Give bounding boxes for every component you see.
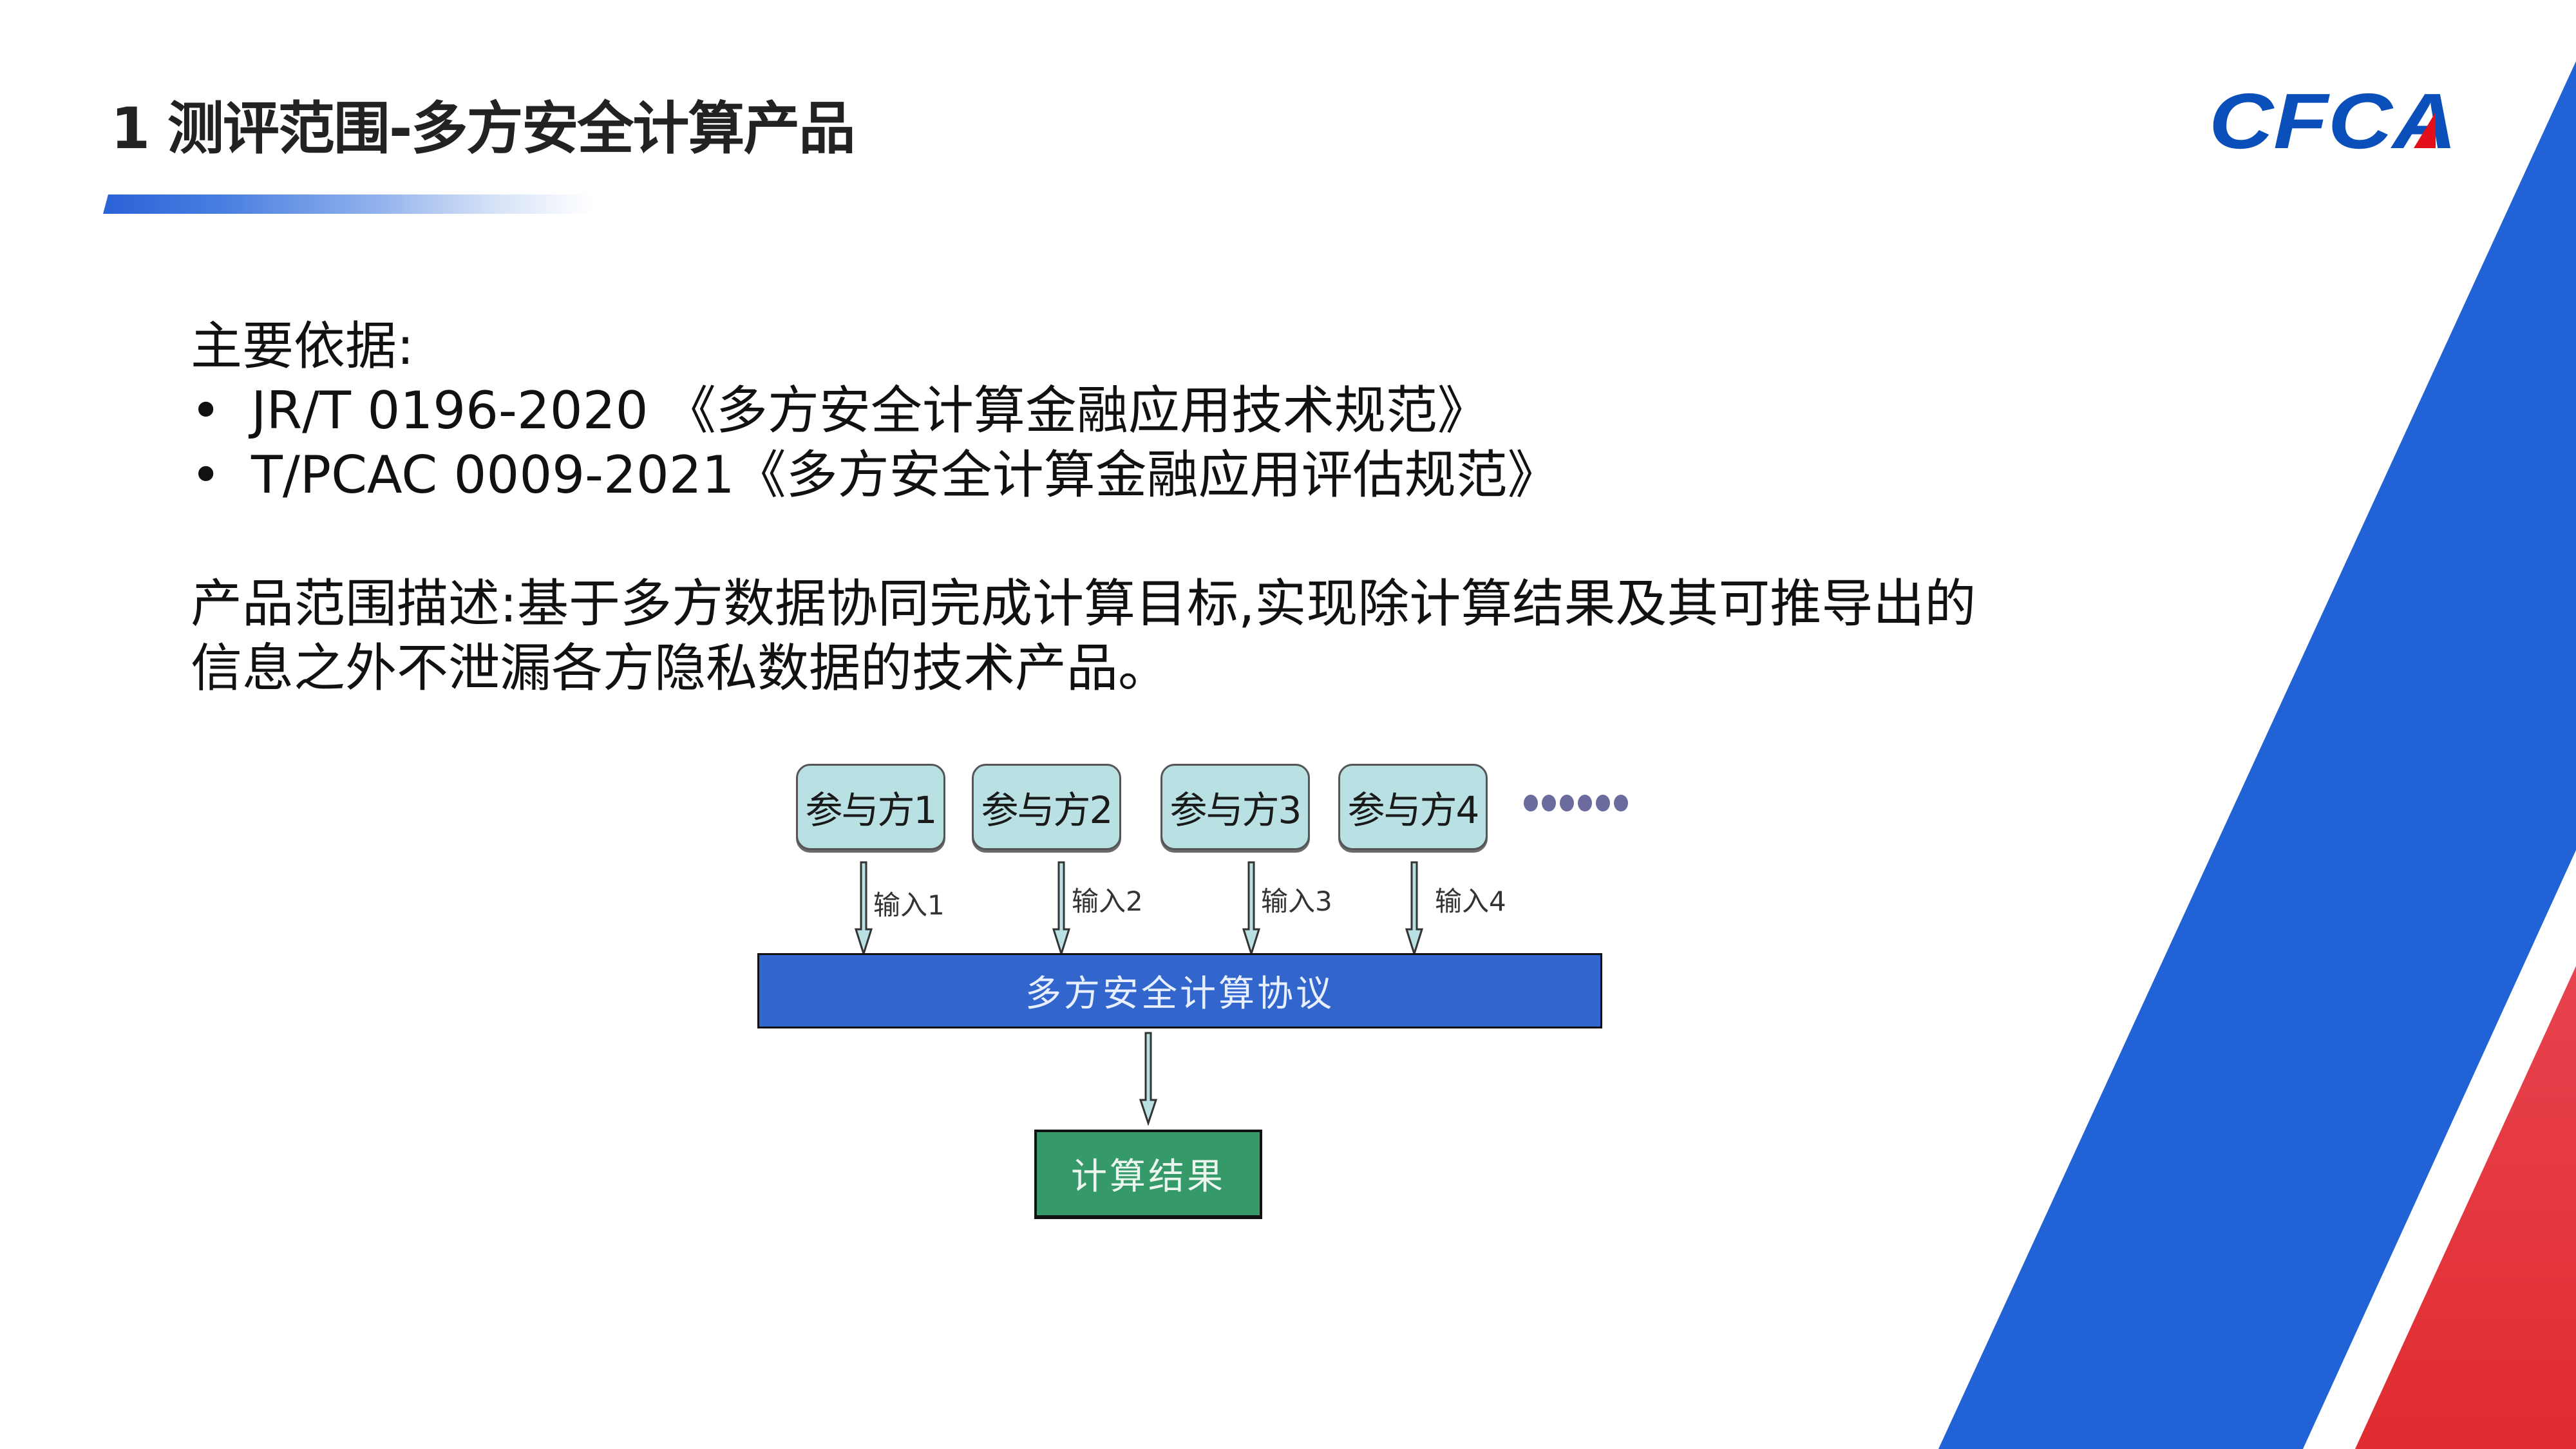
arrow-down-icon <box>1139 1032 1158 1126</box>
description-line: 产品范围描述:基于多方数据协同完成计算目标,实现除计算结果及其可推导出的 <box>191 574 1976 634</box>
basis-heading: 主要依据: <box>191 316 414 376</box>
product-scope-description: 产品范围描述:基于多方数据协同完成计算目标,实现除计算结果及其可推导出的 信息之… <box>191 572 1976 701</box>
cfca-logo: CFCA <box>2209 84 2457 158</box>
basis-item: • JR/T 0196-2020 《多方安全计算金融应用技术规范》 <box>191 379 1489 443</box>
arrow-down-icon <box>1405 861 1424 956</box>
page-title: 1 测评范围-多方安全计算产品 <box>111 95 855 162</box>
basis-item: • T/PCAC 0009-2021《多方安全计算金融应用评估规范》 <box>191 443 1559 507</box>
red-stripe <box>2355 966 2576 1449</box>
blue-stripe <box>1938 61 2576 1449</box>
computation-result-box: 计算结果 <box>1034 1130 1262 1219</box>
party-box-4: 参与方4 <box>1338 764 1488 850</box>
arrow-down-icon <box>854 861 873 956</box>
arrow-down-icon <box>1052 861 1071 956</box>
bullet-icon: • <box>191 381 222 440</box>
mpc-protocol-box: 多方安全计算协议 <box>757 953 1602 1028</box>
input-label-3: 输入3 <box>1261 886 1332 917</box>
basis-item-text: JR/T 0196-2020 《多方安全计算金融应用技术规范》 <box>251 381 1489 440</box>
arrow-down-icon <box>1242 861 1261 956</box>
input-label-2: 输入2 <box>1072 886 1143 917</box>
title-underline-bar <box>103 194 592 214</box>
party-box-2: 参与方2 <box>972 764 1121 850</box>
bullet-icon: • <box>191 445 222 505</box>
ellipsis-dots-icon <box>1524 795 1628 811</box>
input-label-1: 输入1 <box>873 889 945 921</box>
description-line: 信息之外不泄漏各方隐私数据的技术产品。 <box>191 638 1170 698</box>
party-box-3: 参与方3 <box>1160 764 1310 850</box>
party-box-1: 参与方1 <box>796 764 945 850</box>
basis-item-text: T/PCAC 0009-2021《多方安全计算金融应用评估规范》 <box>251 445 1559 505</box>
input-label-4: 输入4 <box>1435 886 1506 917</box>
